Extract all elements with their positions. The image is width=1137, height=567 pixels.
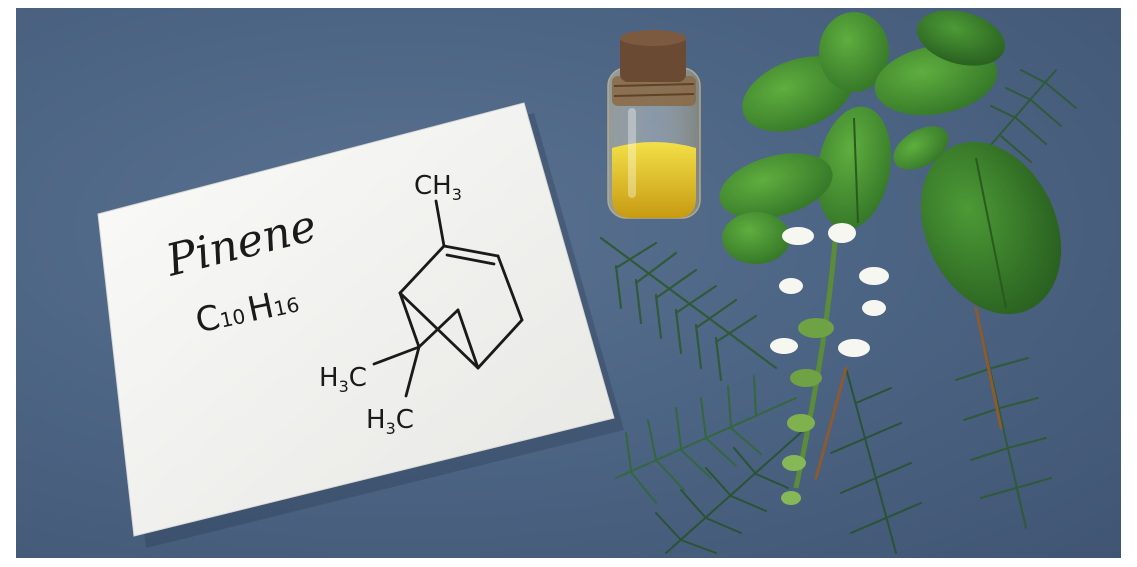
formula-carbon-count: 10	[218, 304, 248, 333]
methyl-group-left-1: H3C	[319, 363, 367, 396]
essential-oil-bottle	[607, 30, 701, 219]
pinene-structure-drawing	[372, 199, 524, 398]
photo-frame: Pinene C10H16 CH3 H3C H	[16, 8, 1121, 558]
methyl-group-left-2: H3C	[366, 405, 414, 438]
oil-liquid	[612, 142, 696, 218]
basil-leaves	[719, 10, 1062, 315]
cork-stopper	[620, 34, 686, 82]
basil-flower-spike	[770, 223, 889, 505]
spruce-twig-right	[974, 306, 1003, 430]
scene-svg: Pinene C10H16 CH3 H3C H	[97, 10, 1077, 554]
spruce-branches	[599, 69, 1077, 554]
formula-hydrogen-count: 16	[272, 292, 302, 321]
spruce-twig	[814, 366, 848, 480]
methyl-group-top: CH3	[414, 171, 462, 204]
formula-card: Pinene C10H16 CH3 H3C H	[97, 102, 615, 537]
